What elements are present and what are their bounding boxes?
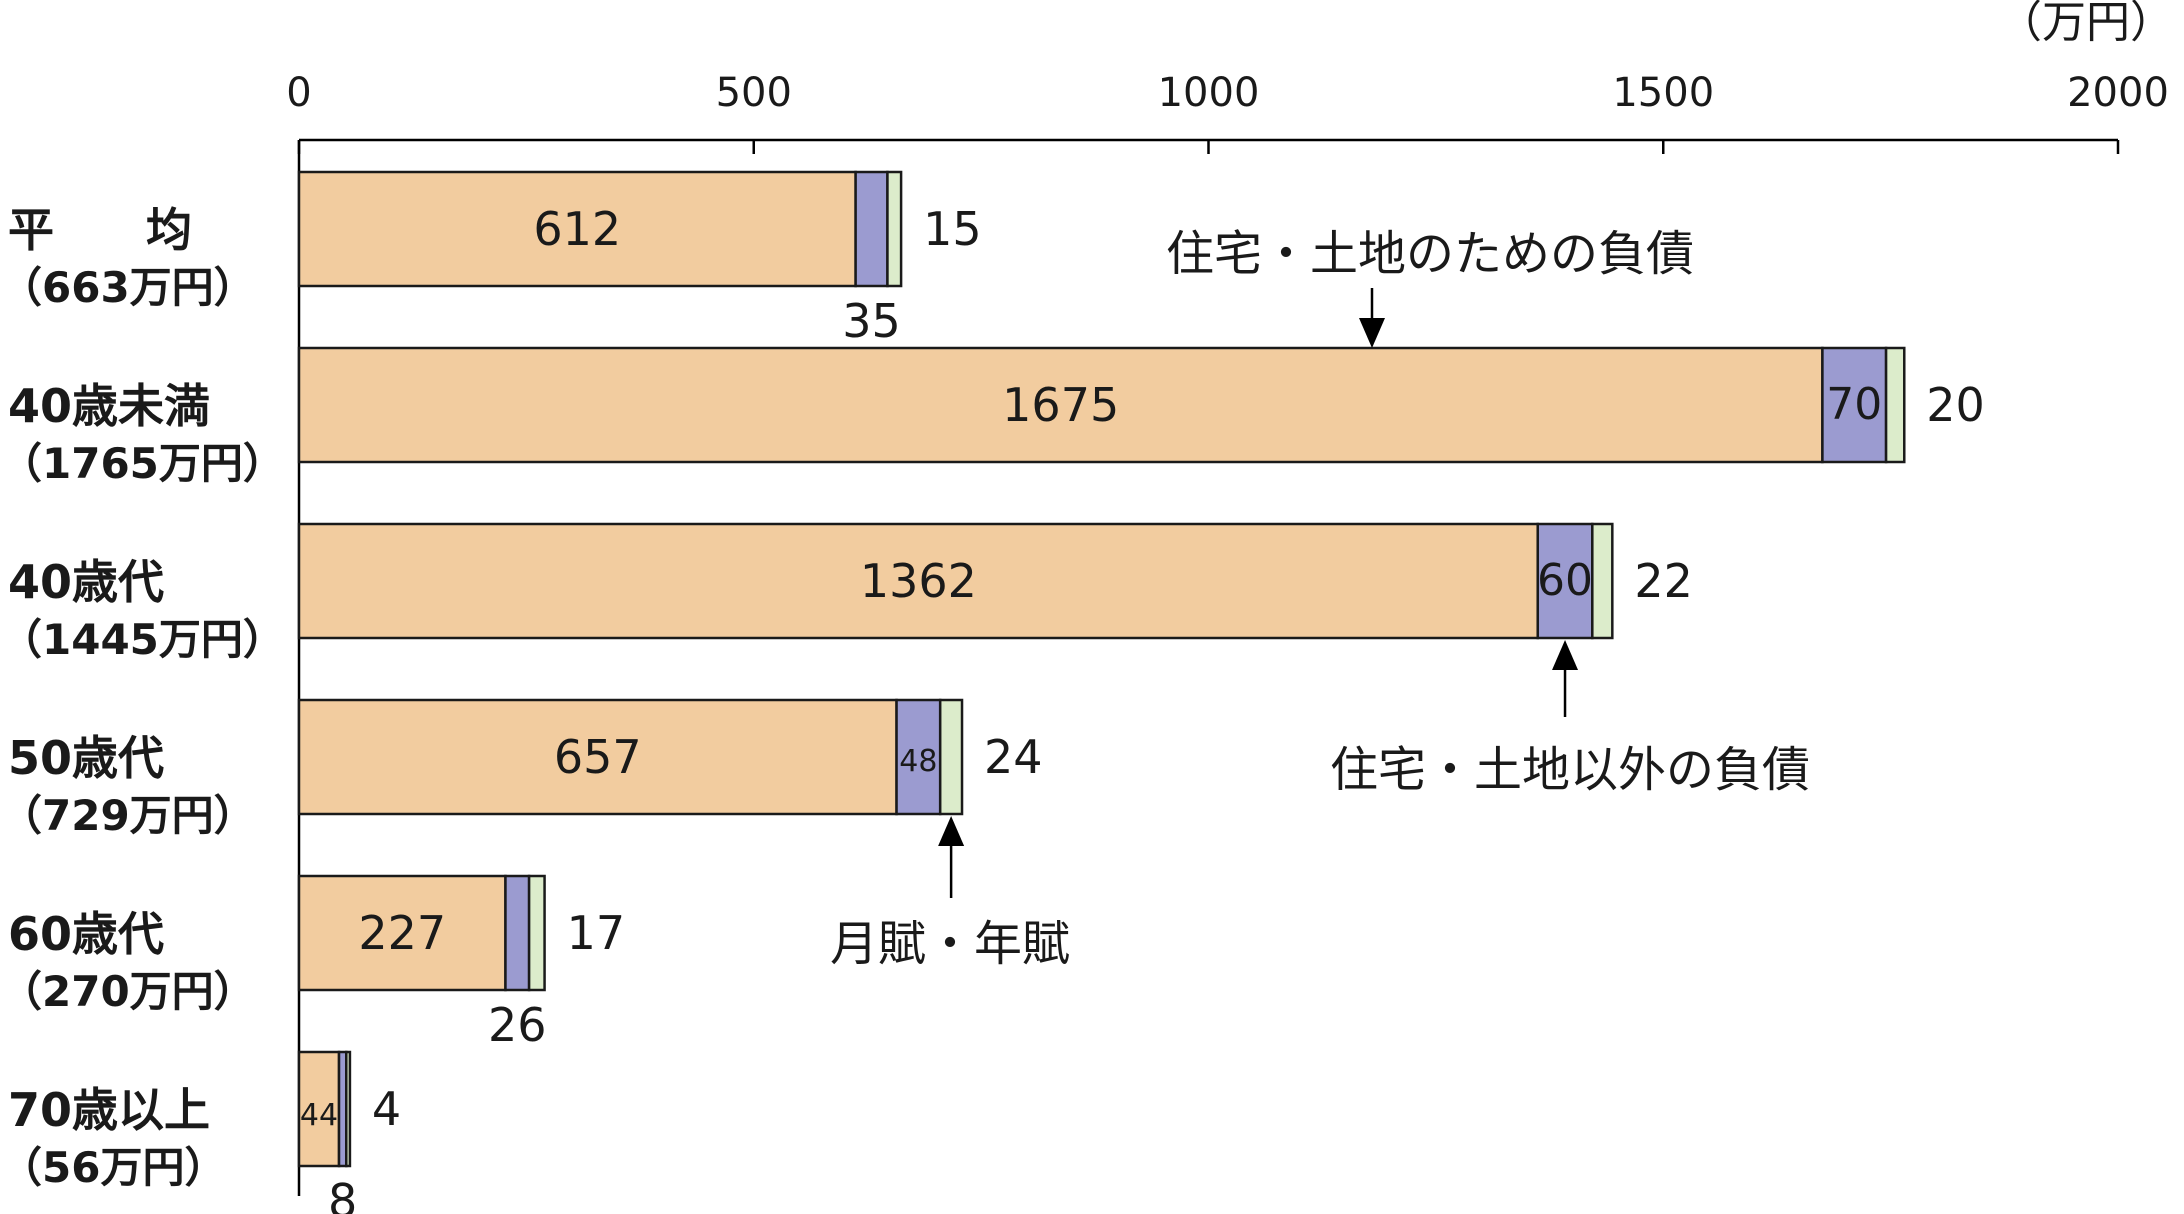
x-tick-label: 500 bbox=[716, 70, 792, 116]
bar-segment bbox=[504, 874, 531, 992]
category-name: 40歳未満 bbox=[8, 379, 210, 433]
bar-segment bbox=[854, 170, 889, 288]
x-tick-label: 2000 bbox=[2067, 70, 2169, 116]
data-label: 35 bbox=[842, 294, 901, 348]
data-label: 48 bbox=[899, 744, 937, 779]
bar-segment bbox=[297, 522, 1539, 640]
bar-segment bbox=[297, 170, 857, 288]
bar-segment bbox=[297, 346, 1824, 464]
annotation-label: 住宅・土地以外の負債 bbox=[1330, 742, 1810, 798]
bar-segment bbox=[345, 1050, 352, 1168]
category-total: （663万円） bbox=[0, 263, 256, 312]
bar-segment bbox=[297, 874, 507, 992]
category-name: 50歳代 bbox=[8, 731, 164, 785]
bar-segment bbox=[1821, 346, 1888, 464]
data-label: 26 bbox=[488, 998, 547, 1052]
category-total: （729万円） bbox=[0, 791, 256, 840]
category-total: （1765万円） bbox=[0, 439, 285, 488]
bar-segment bbox=[938, 698, 964, 816]
data-label: 22 bbox=[1634, 554, 1693, 608]
bar-segment bbox=[1536, 522, 1594, 640]
x-tick-label: 0 bbox=[286, 70, 311, 116]
category-total: （270万円） bbox=[0, 967, 256, 1016]
data-label: 17 bbox=[567, 906, 626, 960]
data-label: 70 bbox=[1826, 379, 1882, 430]
x-axis-ticks: 0 500 1000 1500 2000 bbox=[286, 70, 2169, 154]
x-tick-label: 1500 bbox=[1612, 70, 1714, 116]
data-label: 1675 bbox=[1002, 378, 1119, 432]
data-label: 1362 bbox=[860, 554, 977, 608]
annotation-label: 住宅・土地のための負債 bbox=[1166, 226, 1694, 282]
data-label: 24 bbox=[984, 730, 1043, 784]
data-label: 657 bbox=[554, 730, 642, 784]
data-label: 612 bbox=[533, 202, 621, 256]
data-label: 15 bbox=[923, 202, 982, 256]
bar-segment bbox=[297, 1050, 341, 1168]
bar-segment bbox=[1591, 522, 1614, 640]
category-total: （1445万円） bbox=[0, 615, 285, 664]
bar-segment bbox=[297, 698, 898, 816]
annotation-arrow-head bbox=[1552, 640, 1579, 670]
data-label: 60 bbox=[1537, 555, 1593, 606]
data-label: 4 bbox=[372, 1082, 401, 1136]
bar-segment bbox=[886, 170, 903, 288]
bar-segment bbox=[1884, 346, 1906, 464]
category-name: 70歳以上 bbox=[8, 1083, 210, 1137]
data-label: 20 bbox=[1926, 378, 1985, 432]
category-name: 平 均 bbox=[8, 203, 192, 257]
data-labels: 612 35 15 1675 70 20 1362 60 22 657 48 24 227 26 17 44 8… bbox=[300, 202, 1985, 1214]
stacked-bars bbox=[297, 170, 1906, 1168]
data-label: 8 bbox=[328, 1174, 357, 1214]
data-label: 227 bbox=[358, 906, 446, 960]
category-name: 60歳代 bbox=[8, 907, 164, 961]
data-label: 44 bbox=[300, 1098, 338, 1133]
bar-segment bbox=[527, 874, 546, 992]
category-name: 40歳代 bbox=[8, 555, 164, 609]
unit-label: （万円） bbox=[1998, 0, 2174, 48]
annotation-arrow-head bbox=[938, 816, 965, 846]
category-total: （56万円） bbox=[0, 1143, 226, 1192]
annotation-arrow-head bbox=[1359, 318, 1385, 348]
bar-segment bbox=[895, 698, 942, 816]
category-labels: 平 均 （663万円） 40歳未満 （1765万円） 40歳代 （1445万円） 50歳代 （… bbox=[0, 203, 285, 1192]
annotation-label: 月賦・年賦 bbox=[830, 916, 1070, 972]
x-tick-label: 1000 bbox=[1158, 70, 1260, 116]
